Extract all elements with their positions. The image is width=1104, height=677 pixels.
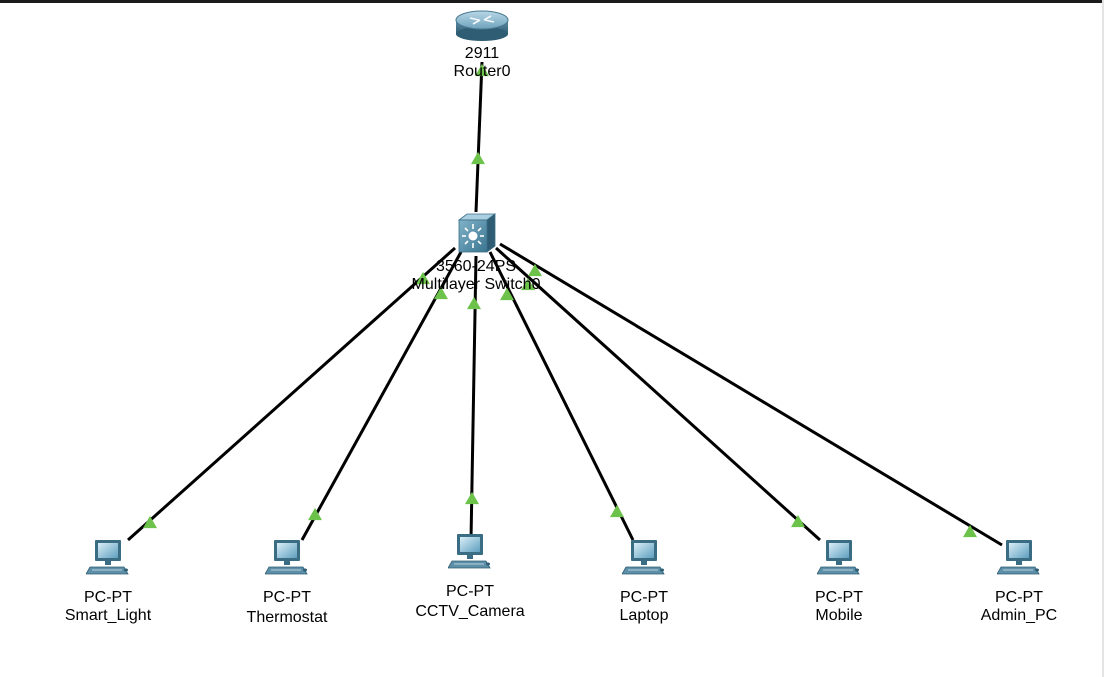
pc-icon — [447, 534, 491, 569]
pc-name-label: Mobile — [815, 607, 863, 624]
switch-name-label: Multilayer Switch0 — [411, 276, 541, 293]
link-status-light — [521, 277, 535, 291]
pc-model-label: PC-PT — [995, 589, 1043, 606]
link-status-light — [308, 507, 322, 521]
link-status-light — [143, 515, 157, 529]
workspace-scrollbar-edge — [1102, 0, 1104, 677]
link-cable[interactable] — [300, 251, 463, 541]
link-status-light — [500, 287, 514, 301]
pc-model-label: PC-PT — [263, 589, 311, 606]
pc-device[interactable] — [996, 537, 1041, 581]
pc-name-label: Laptop — [619, 607, 669, 624]
pc-name-label: Admin_PC — [980, 607, 1058, 624]
pc-model-label: PC-PT — [815, 589, 863, 606]
link-status-light — [528, 263, 542, 277]
pc-device[interactable] — [264, 537, 309, 581]
link-status-light — [963, 524, 977, 538]
switch-model-label: 3560-24PS — [435, 258, 517, 275]
router-device[interactable] — [452, 5, 512, 43]
multilayer-switch-device[interactable] — [455, 212, 499, 256]
pc-icon — [621, 540, 665, 575]
workspace-top-border — [0, 0, 1104, 3]
pc-device[interactable] — [816, 537, 861, 581]
pc-model-label: PC-PT — [446, 583, 494, 600]
pc-name-label: Smart_Light — [64, 607, 152, 624]
link-status-light — [791, 514, 805, 528]
pc-model-label: PC-PT — [620, 589, 668, 606]
pc-name-label: CCTV_Camera — [415, 603, 525, 620]
link-status-light — [416, 271, 430, 285]
link-status-light — [471, 151, 485, 165]
link-status-light — [610, 504, 624, 518]
multilayer-switch-icon — [457, 213, 497, 253]
pc-device[interactable] — [621, 537, 666, 581]
link-cable[interactable] — [474, 61, 484, 213]
link-status-light — [434, 286, 448, 300]
router-icon — [455, 10, 509, 41]
link-status-light — [467, 296, 481, 310]
link-status-light — [465, 491, 479, 505]
pc-device[interactable] — [85, 537, 130, 581]
pc-icon — [85, 540, 129, 575]
pc-device[interactable] — [447, 531, 492, 575]
link-cable[interactable] — [494, 246, 822, 542]
link-status-light — [475, 63, 489, 77]
link-cable[interactable] — [488, 251, 635, 541]
pc-icon — [264, 540, 308, 575]
pc-icon — [816, 540, 860, 575]
router-model-label: 2911 — [464, 45, 500, 62]
pc-icon — [996, 540, 1040, 575]
link-status-indicators — [143, 63, 977, 538]
pc-model-label: PC-PT — [84, 589, 132, 606]
link-lines — [127, 61, 1003, 547]
link-cable[interactable] — [127, 246, 456, 542]
pc-name-label: Thermostat — [246, 609, 328, 626]
router-name-label: Router0 — [453, 63, 511, 80]
link-cable[interactable] — [499, 242, 1003, 547]
